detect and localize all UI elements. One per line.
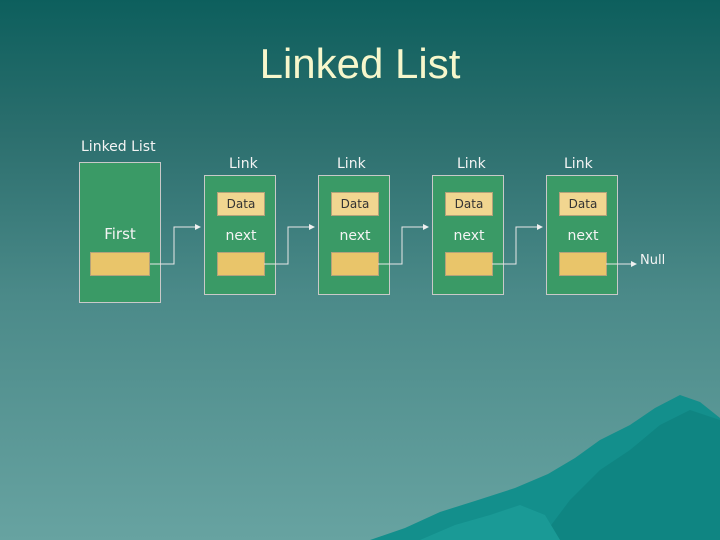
arrow-node3-to-node4 xyxy=(492,227,542,264)
arrow-node2-to-node3 xyxy=(378,227,428,264)
null-label: Null xyxy=(640,253,665,268)
arrow-first-to-node1 xyxy=(150,227,200,264)
arrow-node1-to-node2 xyxy=(264,227,314,264)
